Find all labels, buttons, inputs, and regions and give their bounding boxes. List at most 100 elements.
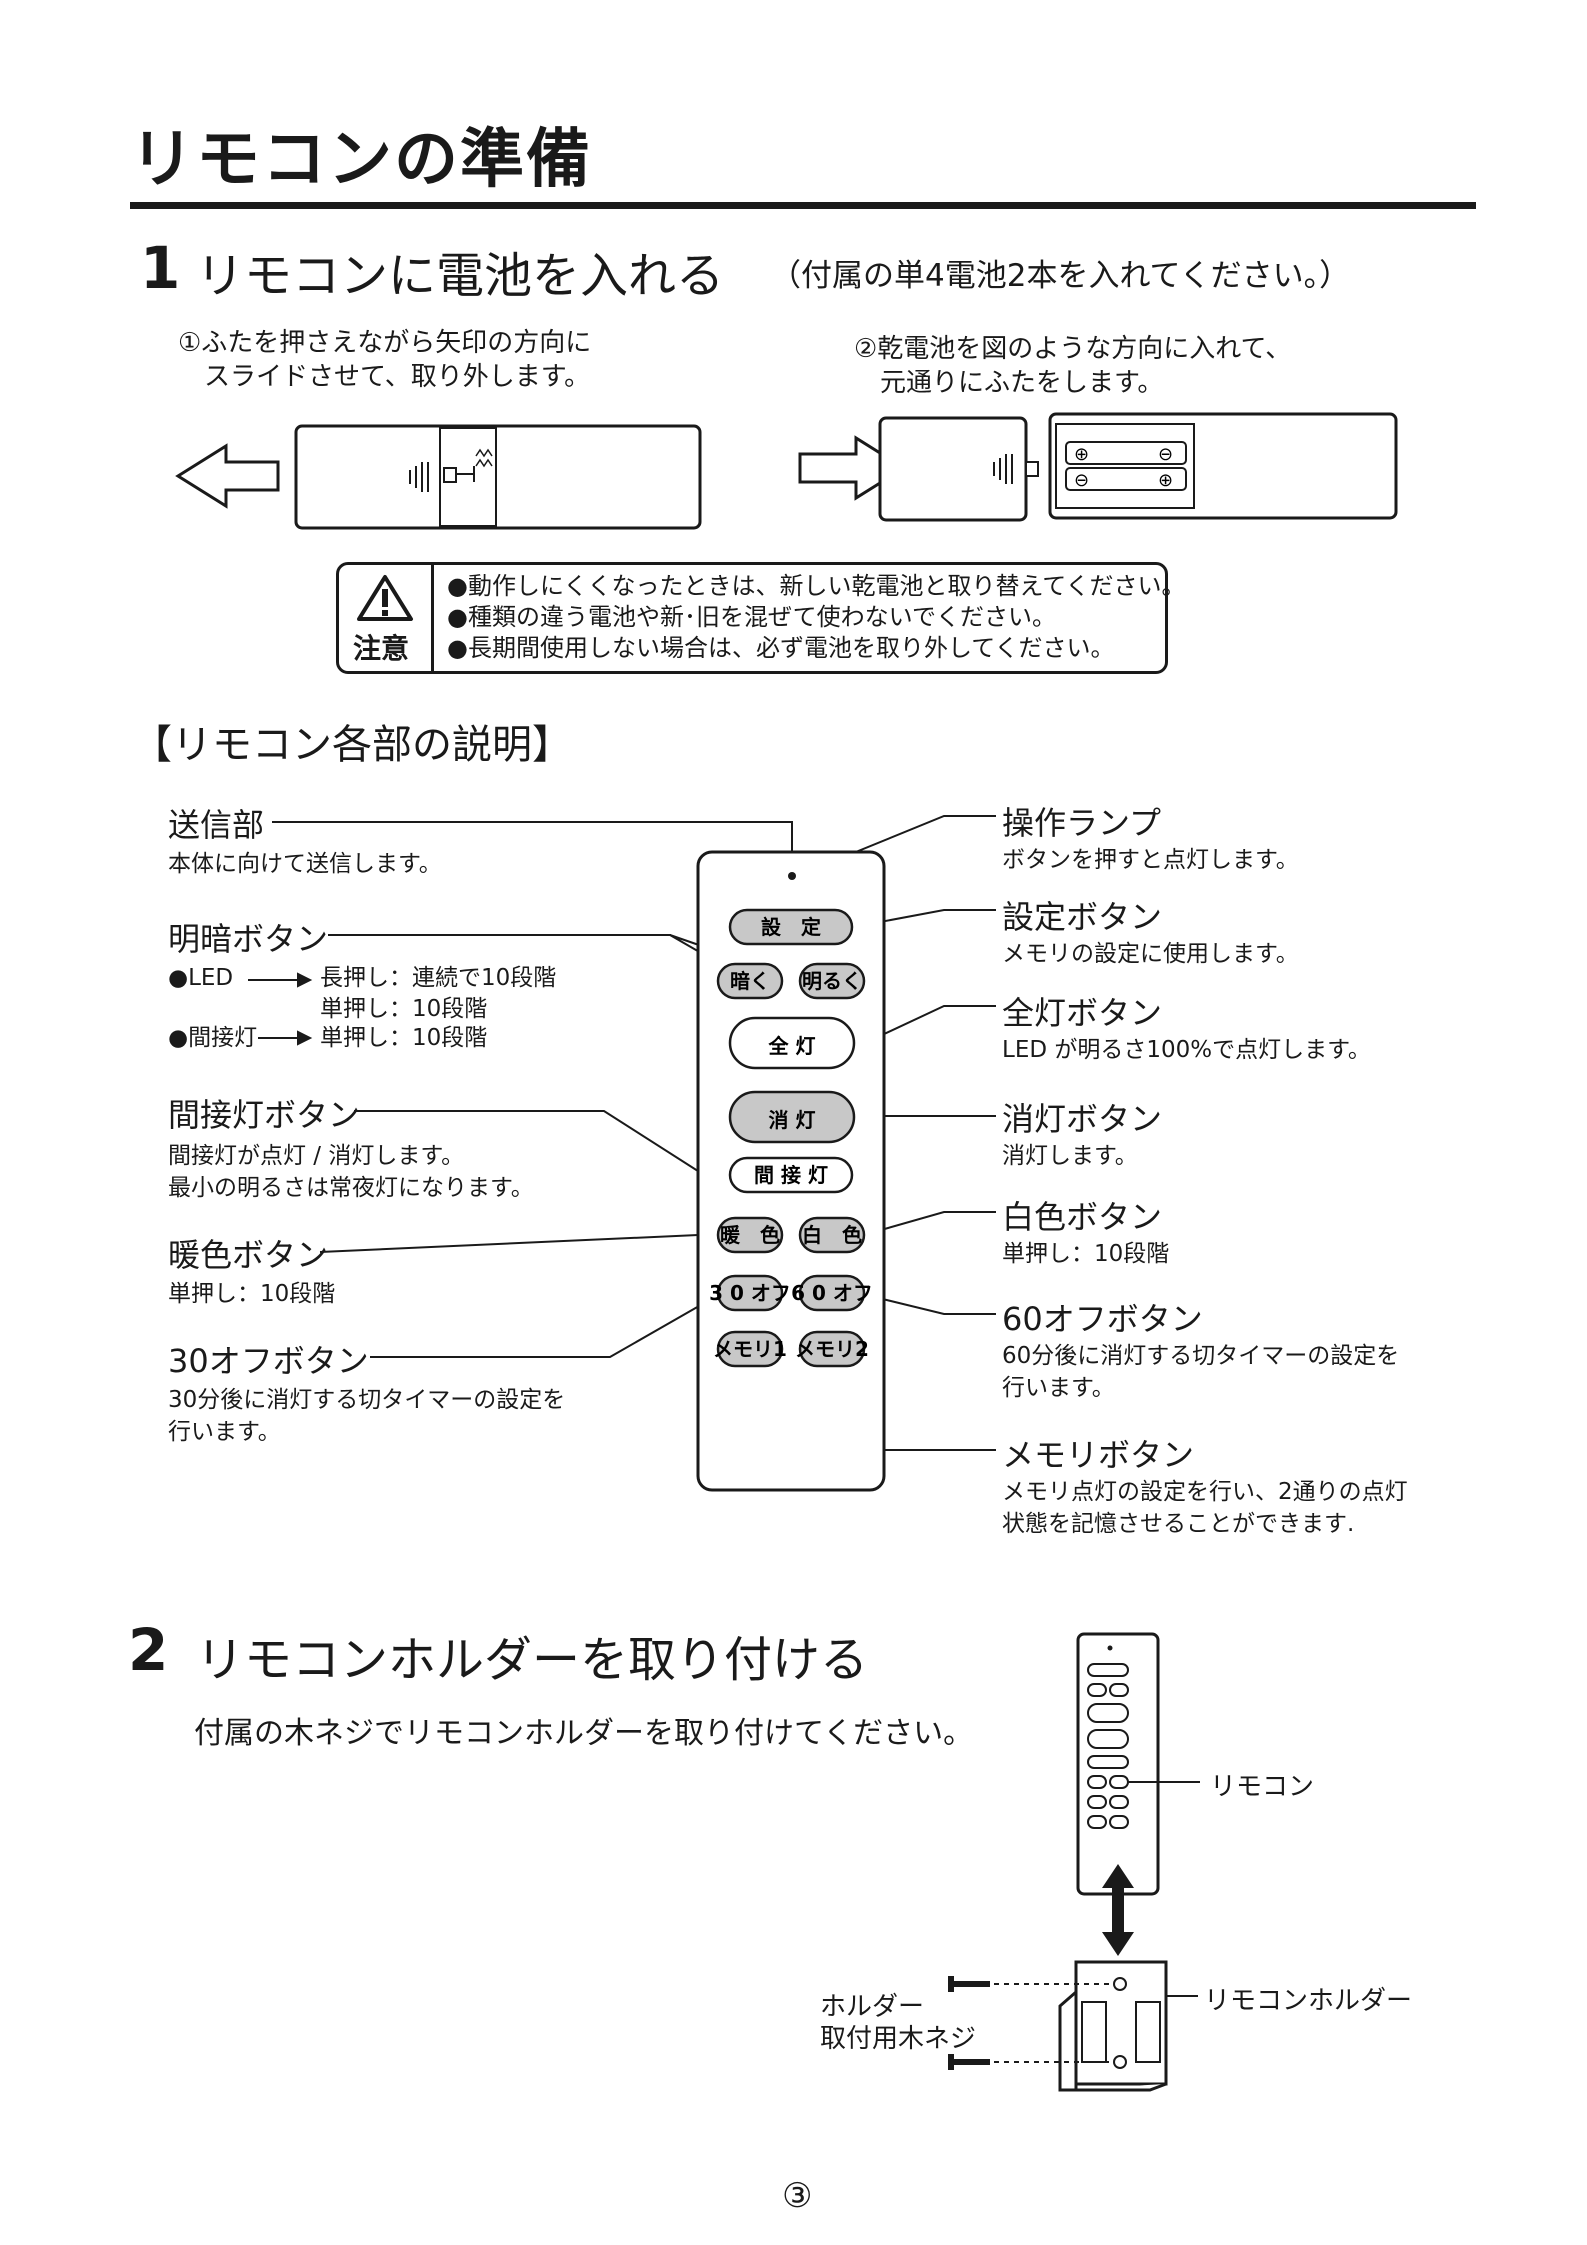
cover-grip-icon xyxy=(409,462,429,492)
btn-dark-label: 暗く xyxy=(730,969,770,993)
off30-name: 30オフボタン xyxy=(168,1342,369,1380)
btn-warm-label: 暖 色 xyxy=(720,1223,780,1247)
battery2-minus: ⊖ xyxy=(1074,470,1089,491)
full-desc: LED が明るさ100%で点灯します。 xyxy=(1002,1037,1371,1063)
btn-setting xyxy=(728,908,854,946)
btn-bright xyxy=(798,962,866,1000)
btn-dark xyxy=(716,962,784,1000)
btn-off30 xyxy=(716,1274,784,1312)
btn-warm xyxy=(716,1216,784,1254)
battery-2 xyxy=(1065,467,1187,491)
setting-name: 設定ボタン xyxy=(1002,898,1163,936)
transmitter-name: 送信部 xyxy=(168,806,265,844)
section1-note: （付属の単4電池2本を入れてください。） xyxy=(770,258,1351,294)
caution-line: ●種類の違う電池や新･旧を混ぜて使わないでください。 xyxy=(447,603,1056,631)
page-title: リモコンの準備 xyxy=(130,123,592,197)
lamp-name: 操作ランプ xyxy=(1002,804,1162,842)
transmitter-desc: 本体に向けて送信します。 xyxy=(168,851,442,877)
lamp-desc: ボタンを押すと点灯します。 xyxy=(1002,847,1299,873)
remote-holder xyxy=(1058,1960,1168,2092)
warm-name: 暖色ボタン xyxy=(168,1236,329,1274)
label-screw2: 取付用木ネジ xyxy=(820,2024,977,2054)
title-rule xyxy=(130,202,1476,209)
off60-desc2: 行います。 xyxy=(1002,1375,1115,1401)
screw-icon-2 xyxy=(948,2054,990,2070)
label-holder: リモコンホルダー xyxy=(1204,1986,1413,2016)
label-screw1: ホルダー xyxy=(820,1992,925,2022)
warm-desc: 単押し：10段階 xyxy=(168,1281,336,1307)
full-name: 全灯ボタン xyxy=(1002,994,1163,1032)
battery-1 xyxy=(1065,441,1187,465)
btn-mem1 xyxy=(716,1330,784,1368)
dimmer-name: 明暗ボタン xyxy=(168,920,329,958)
btn-off xyxy=(728,1090,856,1144)
btn-off-label: 消 灯 xyxy=(769,1108,816,1132)
btn-mem2 xyxy=(798,1330,866,1368)
step1-text: ①ふたを押さえながら矢印の方向に スライドさせて、取り外します。 xyxy=(178,328,592,392)
step2-text: ②乾電池を図のような方向に入れて、 元通りにふたをします。 xyxy=(854,334,1292,398)
setting-desc: メモリの設定に使用します。 xyxy=(1002,941,1299,967)
dimmer-led-label: ●LED xyxy=(168,965,234,991)
white-desc: 単押し：10段階 xyxy=(1002,1241,1170,1267)
warning-icon xyxy=(357,575,413,621)
attach-arrow-icon xyxy=(1102,1864,1134,1956)
btn-mem2-label: メモリ2 xyxy=(795,1337,869,1361)
section2-title: リモコンホルダーを取り付ける xyxy=(196,1632,869,1688)
indirect-desc2: 最小の明るさは常夜灯になります。 xyxy=(168,1175,534,1201)
operation-lamp xyxy=(788,872,796,880)
screw-icon xyxy=(948,1976,990,1992)
btn-off60 xyxy=(798,1274,866,1312)
btn-white xyxy=(798,1216,866,1254)
dimmer-led-line2: 単押し：10段階 xyxy=(320,996,488,1022)
battery1-plus: ⊕ xyxy=(1074,444,1089,465)
caution-line: ●動作しにくくなったときは、新しい乾電池と取り替えてください。 xyxy=(447,572,1186,600)
memory-name: メモリボタン xyxy=(1002,1436,1195,1474)
off60-name: 60オフボタン xyxy=(1002,1300,1203,1338)
btn-bright-label: 明るく xyxy=(802,969,862,993)
cover-grip-icon-2 xyxy=(993,454,1013,484)
white-name: 白色ボタン xyxy=(1002,1198,1163,1236)
caution-label: 注意 xyxy=(353,632,410,665)
remote-back-outline xyxy=(294,424,702,530)
section2-desc: 付属の木ネジでリモコンホルダーを取り付けてください。 xyxy=(194,1716,974,1751)
btn-mem1-label: メモリ1 xyxy=(713,1337,787,1361)
battery2-plus: ⊕ xyxy=(1158,470,1173,491)
caution-left-panel: 注意 xyxy=(339,565,434,671)
page-number: ③ xyxy=(782,2176,813,2216)
memory-desc2: 状態を記憶させることができます. xyxy=(1002,1511,1355,1537)
dimmer-indirect-line: 単押し：10段階 xyxy=(320,1025,488,1051)
battery1-minus: ⊖ xyxy=(1158,444,1173,465)
section1-number: 1 xyxy=(140,234,181,302)
section1-title: リモコンに電池を入れる xyxy=(196,248,725,304)
slide-right-arrow-icon xyxy=(798,435,907,501)
dimmer-led-line1: 長押し：連続で10段階 xyxy=(320,965,557,991)
section2-number: 2 xyxy=(128,1616,169,1684)
battery-compartment xyxy=(1055,423,1195,509)
off30-desc2: 行います。 xyxy=(168,1419,281,1445)
caution-line: ●長期間使用しない場合は、必ず電池を取り外してください。 xyxy=(447,634,1115,662)
off60-desc1: 60分後に消灯する切タイマーの設定を xyxy=(1002,1343,1400,1369)
off-name: 消灯ボタン xyxy=(1002,1100,1163,1138)
indirect-desc1: 間接灯が点灯 / 消灯します。 xyxy=(168,1143,465,1169)
btn-off30-label: 3 0 オフ xyxy=(709,1281,791,1305)
btn-setting-label: 設 定 xyxy=(761,915,821,939)
dimmer-indirect-label: ●間接灯 xyxy=(168,1025,258,1051)
slide-left-arrow-icon xyxy=(175,443,280,509)
btn-full xyxy=(728,1016,856,1070)
off-desc: 消灯します。 xyxy=(1002,1143,1138,1169)
parts-title: 【リモコン各部の説明】 xyxy=(132,722,572,768)
off30-desc1: 30分後に消灯する切タイマーの設定を xyxy=(168,1387,566,1413)
btn-full-label: 全 灯 xyxy=(768,1034,816,1058)
label-remote: リモコン xyxy=(1210,1772,1315,1802)
caution-box: 注意 ●動作しにくくなったときは、新しい乾電池と取り替えてください。 ●種類の違… xyxy=(336,562,1186,674)
indirect-name: 間接灯ボタン xyxy=(168,1096,361,1134)
btn-indirect xyxy=(728,1156,854,1194)
caution-list: ●動作しにくくなったときは、新しい乾電池と取り替えてください。 ●種類の違う電池… xyxy=(447,571,1186,664)
btn-indirect-label: 間 接 灯 xyxy=(754,1163,828,1187)
btn-off60-label: 6 0 オフ xyxy=(791,1281,873,1305)
btn-white-label: 白 色 xyxy=(802,1223,862,1247)
memory-desc1: メモリ点灯の設定を行い、2通りの点灯 xyxy=(1002,1479,1408,1505)
